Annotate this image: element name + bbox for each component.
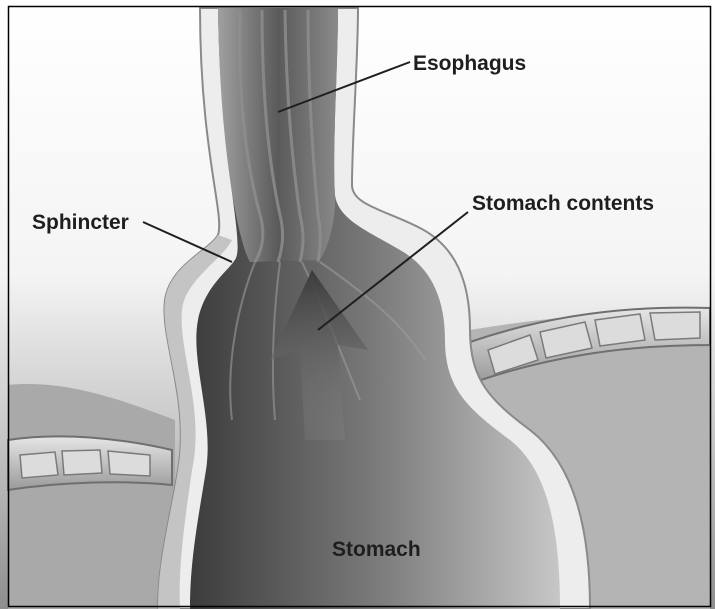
left-abdominal-tissue (8, 384, 175, 609)
sphincter-label: Sphincter (32, 211, 129, 234)
stomach-contents-label: Stomach contents (472, 192, 654, 215)
esophagus-label: Esophagus (413, 52, 526, 75)
left-diaphragm (8, 436, 172, 490)
stomach-label: Stomach (332, 538, 421, 561)
